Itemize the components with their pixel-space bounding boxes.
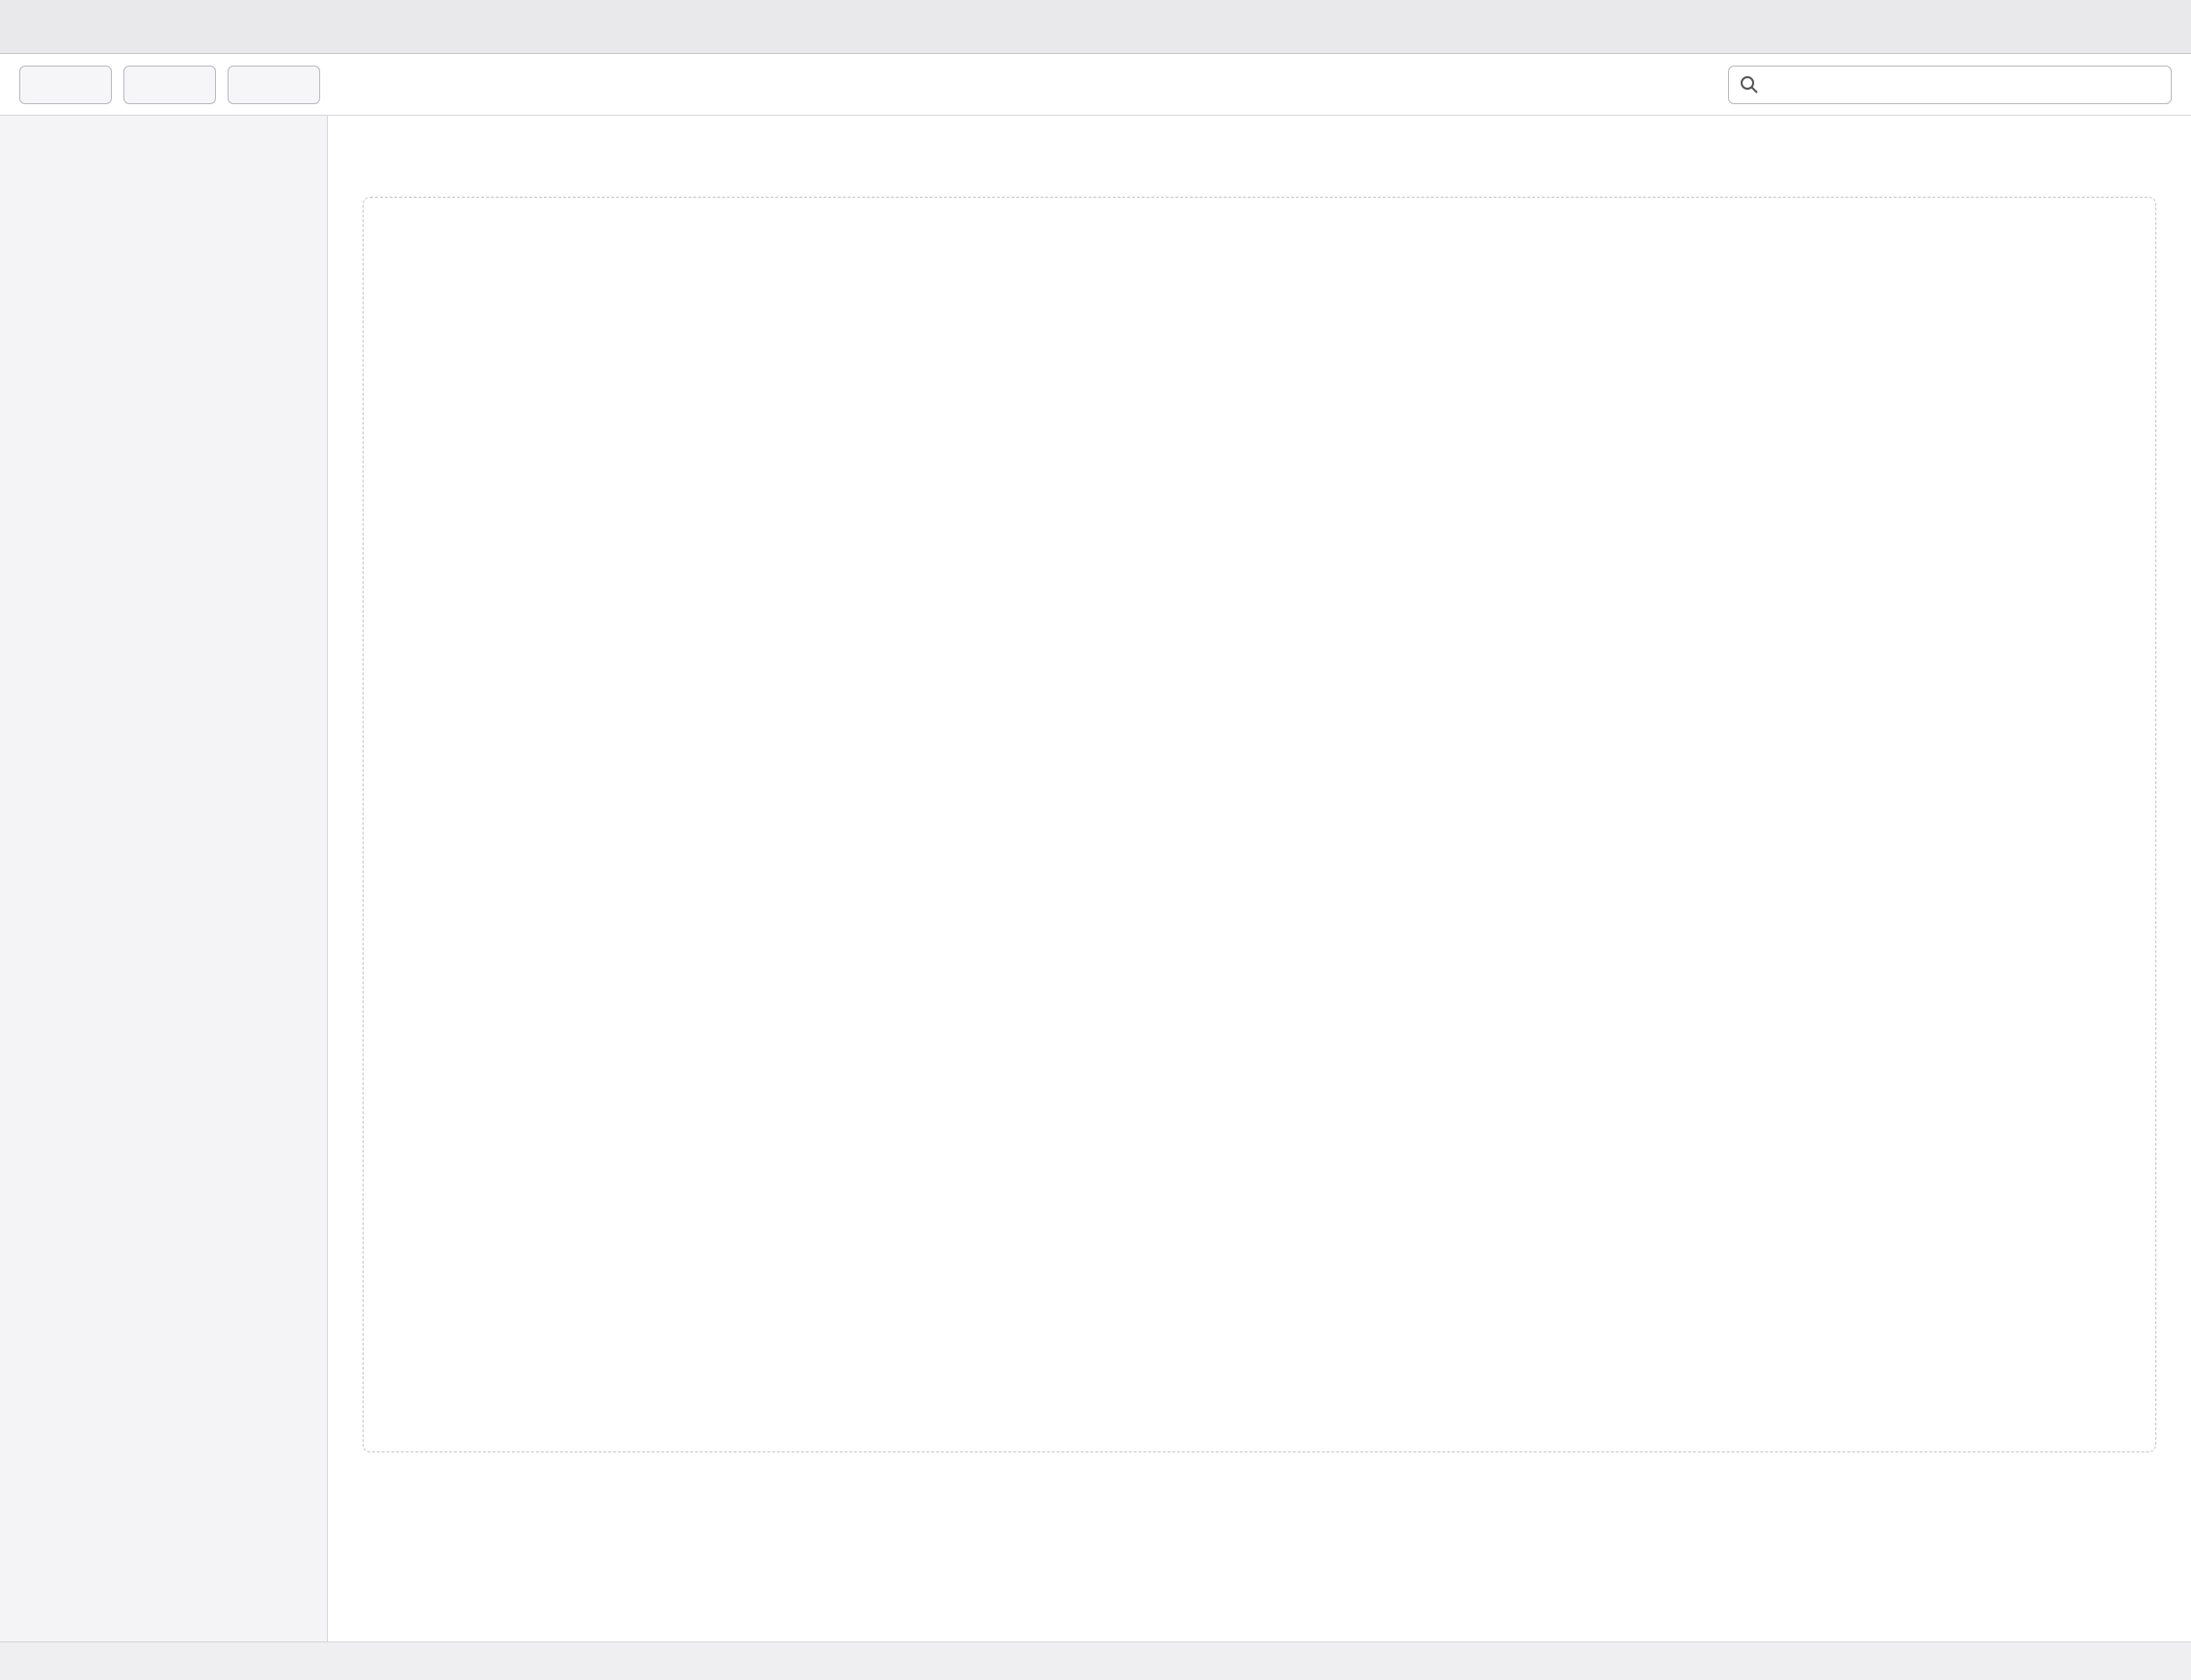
main-panel — [328, 116, 2191, 1641]
search-input[interactable] — [1768, 73, 2161, 95]
toolbar — [0, 54, 2191, 116]
sidebar-item-2[interactable] — [0, 174, 327, 216]
toolbar-button-1[interactable] — [19, 65, 112, 104]
content-area — [363, 197, 2156, 1452]
app-body — [0, 116, 2191, 1641]
toolbar-button-2[interactable] — [123, 65, 216, 104]
status-bar — [0, 1641, 2191, 1680]
sidebar-item-4[interactable] — [0, 258, 327, 301]
sidebar-item-1[interactable] — [0, 131, 327, 174]
search-box[interactable] — [1728, 65, 2172, 104]
toolbar-button-3[interactable] — [228, 65, 320, 104]
search-icon — [1739, 74, 1760, 95]
title-bar — [0, 0, 2191, 54]
sidebar — [0, 116, 328, 1641]
page-title — [363, 143, 2156, 177]
sidebar-item-3[interactable] — [0, 216, 327, 258]
